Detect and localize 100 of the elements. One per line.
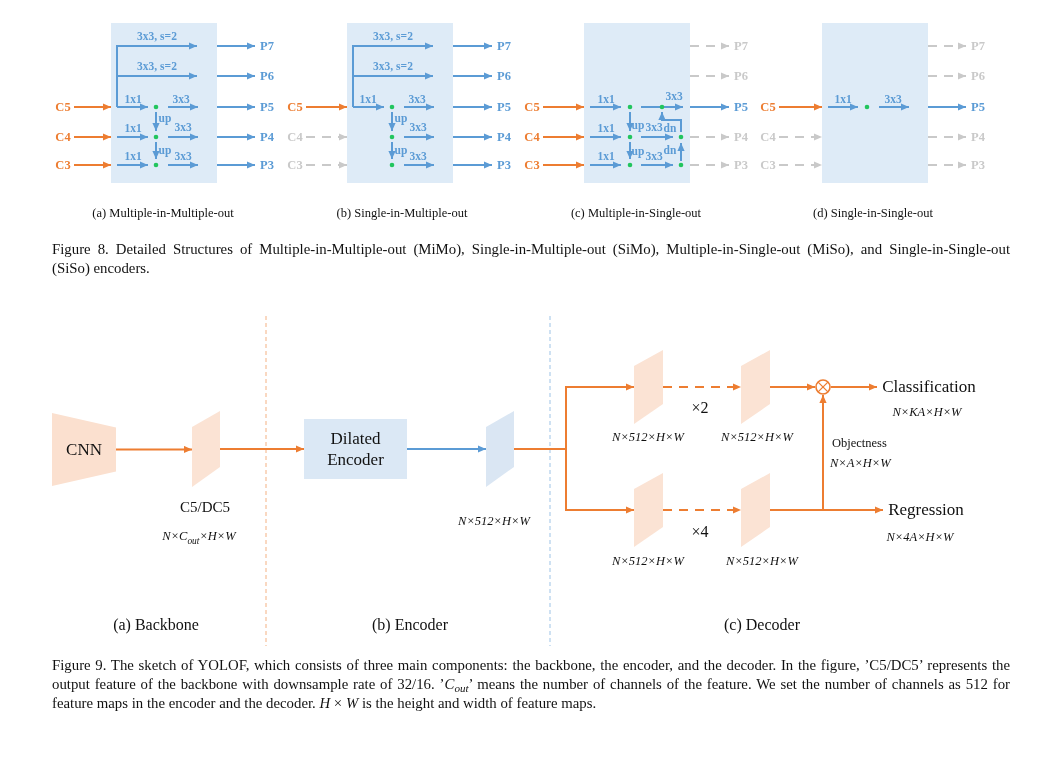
arrow — [216, 103, 256, 111]
operation-label: 3x3 — [645, 121, 663, 135]
tensor-shape-label: N×C$_{out}$×H×W — [162, 529, 236, 547]
arrow — [542, 161, 585, 169]
operation-label: dn — [663, 122, 677, 136]
dashed-arrow — [927, 161, 967, 169]
subfigure-caption: (c) Multiple-in-Single-out — [570, 205, 702, 221]
subfigure-caption: (a) Backbone — [113, 615, 199, 635]
dashed-arrow — [689, 133, 730, 141]
arrow — [830, 383, 878, 391]
arrow — [452, 72, 493, 80]
arrow — [769, 383, 816, 391]
arrow — [542, 133, 585, 141]
feature-level-label: P3 — [255, 157, 279, 173]
feature-map — [741, 350, 770, 424]
operation-label: 1x1 — [597, 93, 615, 107]
tensor-shape-label: N×512×H×W — [726, 553, 798, 569]
edge-label: Objectness — [830, 435, 889, 451]
feature-level-label: C5 — [757, 99, 779, 115]
feature-level-label: P7 — [492, 38, 516, 54]
arrow — [452, 161, 493, 169]
output-label: Classification — [877, 376, 981, 398]
dashed-arrow — [927, 133, 967, 141]
arrow — [513, 448, 635, 514]
operation-label: up — [631, 145, 645, 159]
operation-label: up — [158, 144, 172, 158]
operation-label: 3x3 — [174, 121, 192, 135]
subfigure-caption: (b) Single-in-Multiple-out — [336, 205, 468, 221]
feature-level-label: P3 — [492, 157, 516, 173]
feature-level-label: C3 — [521, 157, 543, 173]
dashed-arrow — [778, 133, 823, 141]
dashed-arrow — [689, 161, 730, 169]
tensor-shape-label: N×512×H×W — [458, 513, 530, 529]
arrow — [73, 161, 112, 169]
tensor-shape-label: N×512×H×W — [612, 429, 684, 445]
arrow — [73, 133, 112, 141]
feature-map — [634, 473, 663, 547]
feature-map — [741, 473, 770, 547]
figure-caption: Figure 8. Detailed Structures of Multiple-in-Multiple-out (MiMo), Single-in-Multiple-out (SiMo), Multiple-in-Single-out (MiSo), and Single-in-Single-out (SiSo) encoders. — [52, 240, 1010, 278]
encoder-panel — [347, 23, 453, 183]
operation-label: 3x3 — [174, 150, 192, 164]
dashed-arrow — [662, 383, 742, 391]
feature-level-label: P5 — [966, 99, 990, 115]
encoder-panel — [111, 23, 217, 183]
encoder-block: Dilated Encoder — [304, 419, 407, 479]
encoder-panel — [584, 23, 690, 183]
feature-level-label: P5 — [255, 99, 279, 115]
feature-level-label: P7 — [255, 38, 279, 54]
operation-label: up — [158, 112, 172, 126]
feature-level-label: P5 — [492, 99, 516, 115]
feature-map — [634, 350, 663, 424]
operation-label: up — [394, 144, 408, 158]
feature-level-label: P4 — [492, 129, 516, 145]
feature-level-label: C4 — [521, 129, 543, 145]
operation-label: 1x1 — [597, 150, 615, 164]
arrow — [452, 133, 493, 141]
operation-label: 3x3 — [409, 150, 427, 164]
tensor-shape-label: N×512×H×W — [721, 429, 793, 445]
arrow — [216, 72, 256, 80]
arrow — [216, 42, 256, 50]
operation-label: 3x3 — [884, 93, 902, 107]
operation-label: 3x3 — [409, 121, 427, 135]
dashed-arrow — [305, 133, 348, 141]
operation-label: 1x1 — [359, 93, 377, 107]
figure-caption: Figure 9. The sketch of YOLOF, which consists of three main components: the backbone, the encoder, and the decoder. In the figure, ’C5/DC5’ represents the output feature of the backbone with downsample rate of 32/16. ’C$_{out}$’ means the number of channels of the feature. We set the number of channels as 512 for feature maps in the encoder and the decoder. H × W is the height and width of feature maps. — [52, 656, 1010, 713]
feature-level-label: P5 — [729, 99, 753, 115]
feature-level-label: C5 — [284, 99, 306, 115]
arrow — [115, 445, 193, 454]
feature-level-label: P6 — [492, 68, 516, 84]
encoder-panel — [822, 23, 928, 183]
cnn-block: CNN — [52, 413, 116, 486]
tensor-shape-label: N×4A×H×W — [886, 529, 954, 545]
operation-label: 1x1 — [597, 122, 615, 136]
tensor-shape-label: N×512×H×W — [612, 553, 684, 569]
operation-label: up — [394, 112, 408, 126]
feature-level-label: P6 — [255, 68, 279, 84]
arrow — [542, 103, 585, 111]
dashed-arrow — [778, 161, 823, 169]
feature-level-label: C5 — [521, 99, 543, 115]
arrow — [406, 445, 487, 453]
output-label: Regression — [883, 498, 969, 522]
operation-label: 3x3, s=2 — [137, 60, 177, 74]
operation-label: 1x1 — [124, 122, 142, 136]
arrow — [778, 103, 823, 111]
subfigure-caption: (a) Multiple-in-Multiple-out — [92, 205, 234, 221]
arrow — [216, 161, 256, 169]
dashed-arrow — [689, 42, 730, 50]
operation-label: 3x3, s=2 — [137, 30, 177, 44]
subfigure-caption: (c) Decoder — [724, 615, 800, 635]
feature-map — [192, 411, 220, 487]
operation-label: 1x1 — [834, 93, 852, 107]
arrow — [689, 103, 730, 111]
arrow — [927, 103, 967, 111]
arrow — [769, 394, 827, 511]
feature-level-label: C3 — [52, 157, 74, 173]
operation-label: 3x3 — [645, 150, 663, 164]
subfigure-caption: (b) Encoder — [372, 615, 448, 635]
operation-label: 1x1 — [124, 93, 142, 107]
multiply-symbol — [815, 379, 831, 395]
dashed-arrow — [927, 42, 967, 50]
